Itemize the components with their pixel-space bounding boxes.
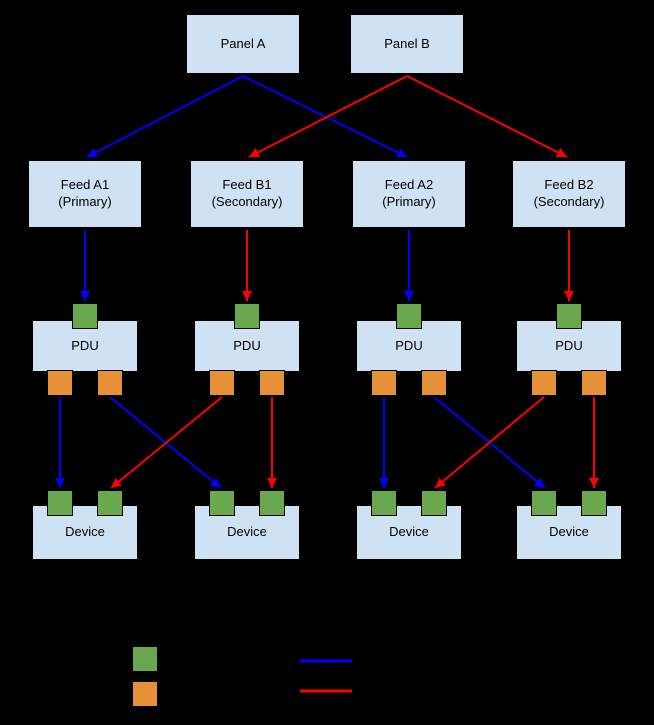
panel-a-label: Panel A (220, 35, 266, 51)
feed-a1-node: Feed A1 (Primary) (28, 160, 142, 228)
feed-b2-node: Feed B2 (Secondary) (512, 160, 626, 228)
pdu3-input-port (396, 303, 422, 329)
panel-b-label: Panel B (384, 35, 430, 51)
arrow-panel-b-to-feed-b2 (406, 75, 568, 158)
device1-input-port-left (47, 490, 73, 516)
feed-b1-node: Feed B1 (Secondary) (190, 160, 304, 228)
pdu2-output-port-left (209, 370, 235, 396)
device2-input-port-left (209, 490, 235, 516)
pdu3-output-port-left (371, 370, 397, 396)
device4-label: Device (549, 524, 589, 540)
arrow-pdu2-to-device1 (110, 396, 223, 489)
device1-label: Device (65, 524, 105, 540)
feed-a1-label: Feed A1 (60, 177, 110, 193)
device4-input-port-right (581, 490, 607, 516)
pdu4-label: PDU (555, 337, 583, 353)
device2-input-port-right (259, 490, 285, 516)
feed-b2-sublabel: (Secondary) (533, 194, 605, 209)
pdu2-label: PDU (233, 337, 261, 353)
pdu1-output-port-left (47, 370, 73, 396)
feed-b1-label: Feed B1 (222, 177, 272, 193)
pdu3-output-port-right (421, 370, 447, 396)
legend-input-port-swatch (132, 646, 158, 672)
feed-b1-sublabel: (Secondary) (211, 194, 283, 209)
pdu1-label: PDU (71, 337, 99, 353)
pdu4-output-port-right (581, 370, 607, 396)
arrow-panel-a-to-feed-a1 (86, 75, 244, 158)
device3-input-port-right (421, 490, 447, 516)
pdu2-input-port (234, 303, 260, 329)
feed-a2-sublabel: (Primary) (382, 194, 436, 209)
pdu3-label: PDU (395, 337, 423, 353)
feed-b2-label: Feed B2 (544, 177, 594, 193)
pdu1-input-port (72, 303, 98, 329)
pdu4-output-port-left (531, 370, 557, 396)
device3-label: Device (389, 524, 429, 540)
arrow-panel-b-to-feed-b1 (248, 75, 408, 158)
device3-input-port-left (371, 490, 397, 516)
arrow-pdu4-to-device3 (434, 396, 545, 489)
pdu4-input-port (556, 303, 582, 329)
arrow-panel-a-to-feed-a2 (242, 75, 408, 158)
panel-b-node: Panel B (350, 14, 464, 74)
legend-output-port-swatch (132, 681, 158, 707)
panel-a-node: Panel A (186, 14, 300, 74)
pdu1-output-port-right (97, 370, 123, 396)
feed-a2-label: Feed A2 (384, 177, 434, 193)
device1-input-port-right (97, 490, 123, 516)
pdu1-node: PDU (32, 320, 138, 372)
feed-a1-sublabel: (Primary) (58, 194, 112, 209)
pdu2-output-port-right (259, 370, 285, 396)
device4-input-port-left (531, 490, 557, 516)
feed-a2-node: Feed A2 (Primary) (352, 160, 466, 228)
device2-label: Device (227, 524, 267, 540)
